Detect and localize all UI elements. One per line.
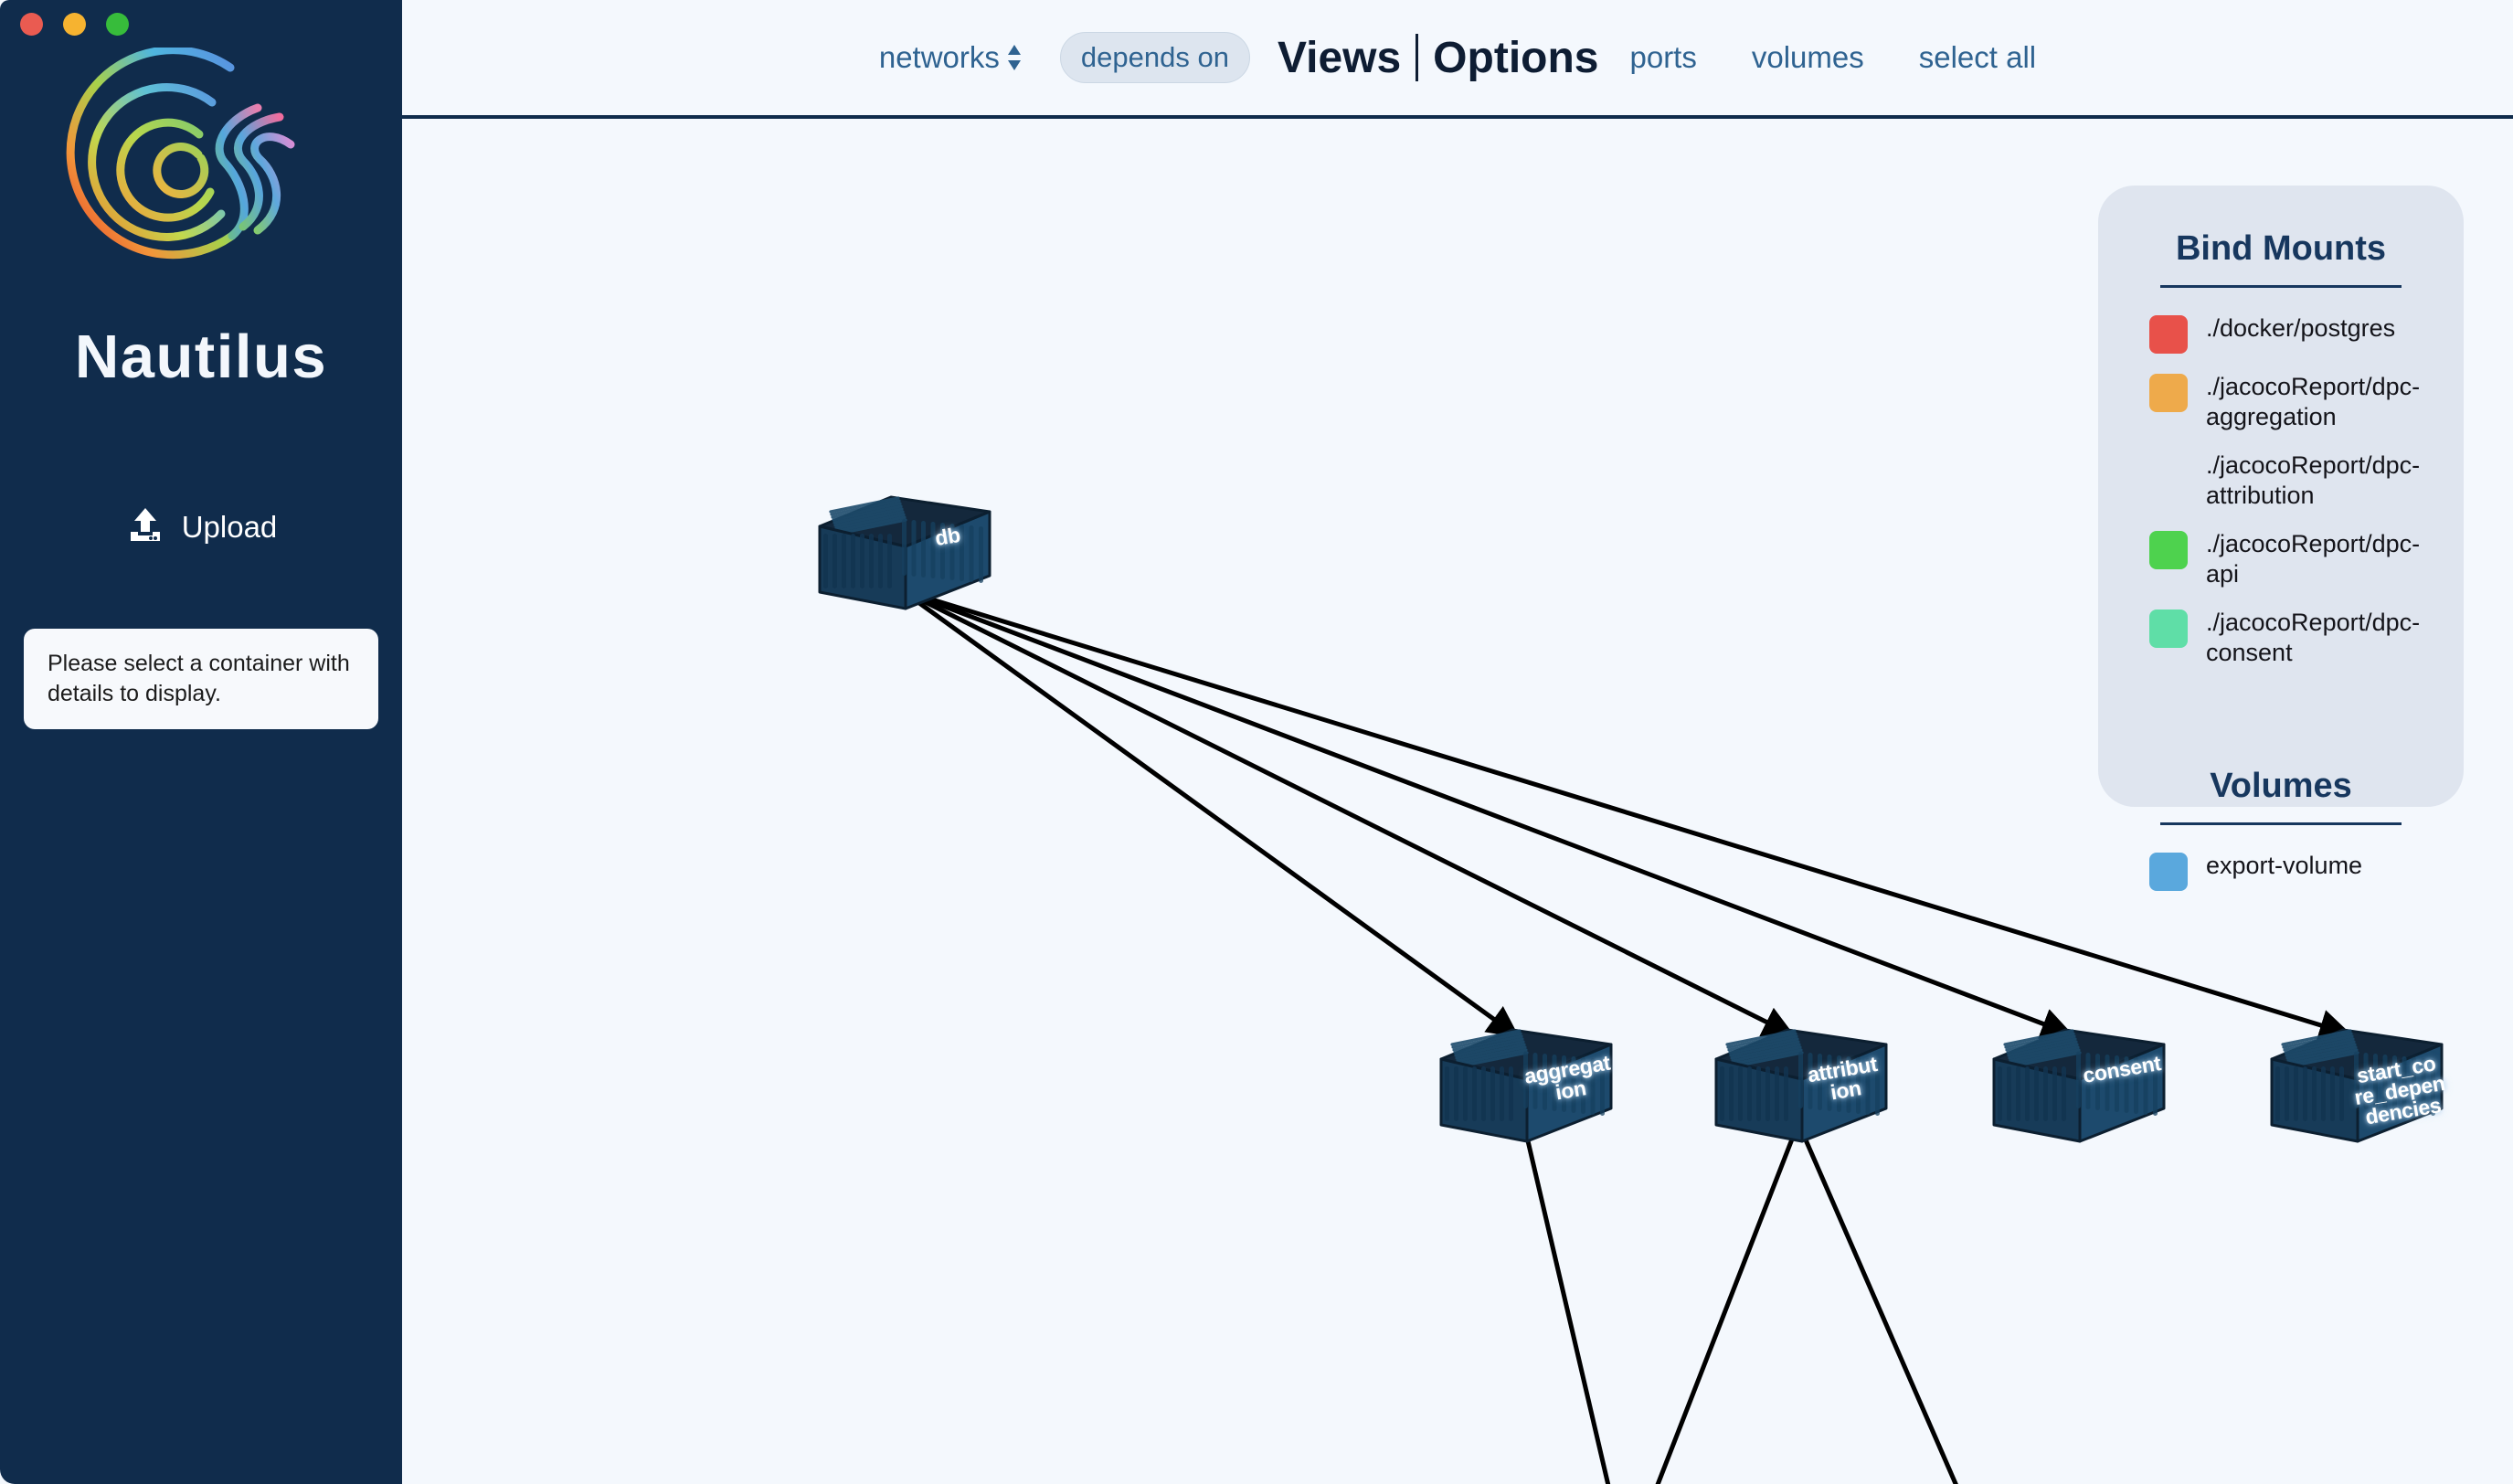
upload-button[interactable]: Upload xyxy=(0,504,402,549)
networks-label: networks xyxy=(878,40,1000,74)
networks-sort-button[interactable]: networks xyxy=(879,40,1022,75)
graph-edge xyxy=(900,588,1796,1037)
legend-color-swatch xyxy=(2149,374,2188,412)
legend-color-swatch xyxy=(2149,452,2188,491)
bind-mounts-list: ./docker/postgres ./jacocoReport/dpc-aggr… xyxy=(2098,297,2464,677)
bind-mounts-title: Bind Mounts xyxy=(2175,229,2387,268)
title-divider xyxy=(1416,34,1419,81)
sidebar: Nautilus Upload Please select a containe… xyxy=(0,0,402,1484)
graph-node-db[interactable]: db xyxy=(811,492,993,620)
sort-updown-icon xyxy=(1007,44,1022,71)
graph-edge xyxy=(900,588,1520,1038)
graph-edge xyxy=(900,588,2352,1041)
maximize-button[interactable] xyxy=(106,13,129,36)
volumes-title: Volumes xyxy=(2210,766,2352,805)
bind-mounts-divider xyxy=(2160,285,2402,288)
legend-label: ./docker/postgres xyxy=(2206,314,2396,342)
ports-button[interactable]: ports xyxy=(1629,40,1697,74)
upload-label: Upload xyxy=(181,509,278,544)
legend-row[interactable]: ./jacocoReport/dpc-api xyxy=(2098,520,2464,599)
details-placeholder: Please select a container with details t… xyxy=(24,629,378,729)
volumes-divider xyxy=(2160,822,2402,825)
legend-row[interactable]: ./jacocoReport/dpc-attribution xyxy=(2098,441,2464,520)
depends-on-toggle[interactable]: depends on xyxy=(1059,32,1250,83)
graph-edge xyxy=(900,588,2073,1039)
close-button[interactable] xyxy=(20,13,43,36)
graph-edges xyxy=(900,588,2352,1484)
legend-label: ./jacocoReport/dpc-aggregation xyxy=(2206,373,2421,430)
select-all-button[interactable]: select all xyxy=(1918,40,2037,74)
top-toolbar: networks depends on Views Options ports … xyxy=(402,0,2513,119)
legend-color-swatch xyxy=(2149,852,2188,891)
legend-color-swatch xyxy=(2149,315,2188,354)
views-options-heading: Views Options xyxy=(1278,33,1599,83)
legend-row[interactable]: ./jacocoReport/dpc-aggregation xyxy=(2098,363,2464,441)
volumes-button[interactable]: volumes xyxy=(1751,40,1864,74)
legend-color-swatch xyxy=(2149,530,2188,569)
legend-row[interactable]: ./docker/postgres xyxy=(2098,304,2464,363)
legend-color-swatch xyxy=(2149,609,2188,648)
legend-label: ./jacocoReport/dpc-attribution xyxy=(2206,450,2421,509)
graph-edge xyxy=(1521,1122,1611,1484)
graph-node-consent[interactable]: consent xyxy=(1985,1024,2168,1152)
graph-edge xyxy=(1655,1121,1801,1484)
views-title: Views xyxy=(1277,33,1402,82)
legend-row[interactable]: export-volume xyxy=(2098,842,2464,900)
graph-edge xyxy=(1796,1121,1958,1484)
legend-row[interactable]: ./jacocoReport/dpc-consent xyxy=(2098,599,2464,677)
volumes-list: export-volume xyxy=(2098,834,2464,900)
legend-label: export-volume xyxy=(2206,851,2363,879)
legend-label: ./jacocoReport/dpc-api xyxy=(2206,529,2421,588)
options-title: Options xyxy=(1433,33,1599,82)
minimize-button[interactable] xyxy=(63,13,86,36)
nautilus-spiral-logo xyxy=(0,48,402,313)
upload-icon xyxy=(125,504,165,549)
brand-title: Nautilus xyxy=(74,323,328,391)
window-traffic-lights xyxy=(20,13,129,36)
legend-panel: Bind Mounts ./docker/postgres ./jacocoRep… xyxy=(2098,186,2464,891)
legend-label: ./jacocoReport/dpc-consent xyxy=(2206,608,2421,666)
